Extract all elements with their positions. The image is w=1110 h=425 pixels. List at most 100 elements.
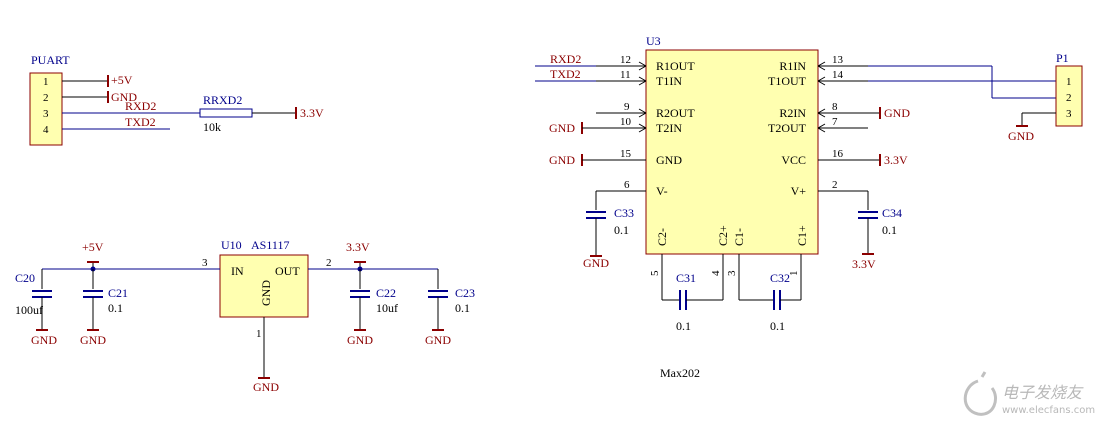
- p1-ref: P1: [1056, 51, 1069, 65]
- watermark-url: www.elecfans.com: [1002, 405, 1095, 416]
- max202-pin-name-t1out: T1OUT: [768, 74, 807, 88]
- c20-gnd: GND: [31, 333, 57, 347]
- c34-ref: C34: [882, 206, 902, 220]
- puart-pin-4: 4: [43, 124, 49, 136]
- puart-pin-1: 1: [43, 76, 49, 88]
- c22-ref: C22: [376, 286, 396, 300]
- c23-gnd: GND: [425, 333, 451, 347]
- max202-pin-num-7: 7: [832, 116, 838, 128]
- capacitor-c21: C21 0.1 GND: [80, 286, 128, 347]
- max202-right-nets: GND 3.3V: [868, 65, 1056, 167]
- capacitor-c33: C33 0.1 GND: [583, 191, 634, 270]
- p1-pin-2: 2: [1066, 92, 1072, 104]
- c32-value: 0.1: [770, 319, 785, 333]
- puart-ref: PUART: [31, 53, 70, 67]
- regulator-net-gnd: GND: [253, 380, 279, 394]
- c34-net-3v3: 3.3V: [852, 257, 876, 271]
- regulator-ref: U10: [221, 238, 242, 252]
- resistor-rrxd2: RRXD2 10k 3.3V: [199, 93, 324, 134]
- capacitor-c32: C32 0.1: [739, 271, 801, 333]
- output-rail: 3.3V: [308, 240, 439, 289]
- c20-ref: C20: [15, 271, 35, 285]
- max202-net-r2in-gnd: GND: [884, 106, 910, 120]
- capacitor-c34: C34 0.1 3.3V: [852, 191, 902, 271]
- c31-ref: C31: [676, 271, 696, 285]
- max202-pin-name-vminus: V-: [656, 184, 668, 198]
- c33-gnd: GND: [583, 256, 609, 270]
- watermark: 电子发烧友 www.elecfans.com: [963, 371, 1095, 416]
- c34-value: 0.1: [882, 223, 897, 237]
- max202-pin-num-1: 1: [788, 271, 800, 277]
- max202-pin-name-t1in: T1IN: [656, 74, 682, 88]
- max202-pin-num-12: 12: [620, 54, 631, 66]
- max202-pin-name-gnd: GND: [656, 153, 682, 167]
- max202-pin-name-c1minus: C1-: [732, 228, 746, 246]
- regulator-pin-gnd: 1: [256, 328, 262, 340]
- input-rail: +5V: [41, 240, 220, 289]
- p1-pin-1: 1: [1066, 76, 1072, 88]
- max202-pin-num-3: 3: [726, 270, 738, 276]
- max202-pin-num-13: 13: [832, 54, 844, 66]
- p1-pin-3: 3: [1066, 108, 1072, 120]
- c23-ref: C23: [455, 286, 475, 300]
- c20-value: 100uf: [15, 303, 43, 317]
- regulator-pin-out: 2: [326, 257, 332, 269]
- max202-pin-name-c2minus: C2-: [655, 228, 669, 246]
- capacitor-c23: C23 0.1 GND: [425, 286, 475, 347]
- max202-pin-name-r2out: R2OUT: [656, 106, 695, 120]
- watermark-logo-icon: [963, 371, 997, 416]
- regulator-in-label: IN: [231, 264, 244, 278]
- c23-value: 0.1: [455, 301, 470, 315]
- max202-pin-name-r2in: R2IN: [779, 106, 806, 120]
- p1-connector: P1 1 2 3 GND: [1008, 51, 1083, 143]
- regulator-out-label: OUT: [275, 264, 300, 278]
- max202-pin-name-c2plus: C2+: [716, 225, 730, 246]
- regulator-gnd-label: GND: [259, 280, 273, 306]
- max202-net-rxd2: RXD2: [550, 52, 581, 66]
- max202-pin-name-r1out: R1OUT: [656, 59, 695, 73]
- capacitor-c22: C22 10uf GND: [347, 286, 398, 347]
- regulator-pin-in: 3: [202, 257, 208, 269]
- puart-pin-2: 2: [43, 92, 49, 104]
- max202-pin-num-4: 4: [710, 270, 722, 276]
- resistor-net-3v3: 3.3V: [300, 106, 324, 120]
- max202-net-gnd: GND: [549, 153, 575, 167]
- c22-value: 10uf: [376, 301, 398, 315]
- max202-left-nets: RXD2 TXD2 GND GND: [535, 52, 596, 167]
- c22-gnd: GND: [347, 333, 373, 347]
- max202-name: Max202: [660, 366, 700, 380]
- max202-pin-num-15: 15: [620, 148, 632, 160]
- max202-net-vcc: 3.3V: [884, 153, 908, 167]
- input-rail-net-5v: +5V: [82, 240, 104, 254]
- puart-connector: PUART 1 2 3 4 +5V GND RXD2 TXD2: [29, 53, 200, 146]
- max202-pin-name-vplus: V+: [791, 184, 807, 198]
- max202-pin-num-16: 16: [832, 148, 844, 160]
- resistor-ref: RRXD2: [203, 93, 242, 107]
- max202-pin-name-c1plus: C1+: [795, 225, 809, 246]
- max202-pin-name-t2out: T2OUT: [768, 121, 807, 135]
- output-rail-net-3v3: 3.3V: [346, 240, 370, 254]
- max202-net-txd2: TXD2: [550, 67, 581, 81]
- resistor-value: 10k: [203, 120, 221, 134]
- c33-ref: C33: [614, 206, 634, 220]
- c31-value: 0.1: [676, 319, 691, 333]
- max202-ref: U3: [646, 34, 661, 48]
- max202-pin-num-10: 10: [620, 116, 632, 128]
- max202-pin-num-8: 8: [832, 101, 838, 113]
- c21-gnd: GND: [80, 333, 106, 347]
- max202-pin-num-6: 6: [624, 179, 630, 191]
- c32-ref: C32: [770, 271, 790, 285]
- max202-pin-num-2: 2: [832, 179, 838, 191]
- max202-pin-name-vcc: VCC: [781, 153, 806, 167]
- max202-net-t2in-gnd: GND: [549, 121, 575, 135]
- capacitor-c31: C31 0.1: [662, 271, 723, 333]
- puart-net-5v: +5V: [111, 73, 133, 87]
- watermark-text: 电子发烧友: [1002, 383, 1084, 402]
- puart-net-gnd: GND: [111, 90, 137, 104]
- max202-pin-num-14: 14: [832, 69, 844, 81]
- c33-value: 0.1: [614, 223, 629, 237]
- puart-pin-3: 3: [43, 108, 49, 120]
- max202-pin-num-11: 11: [620, 69, 631, 81]
- regulator-as1117: U10 AS1117 IN OUT GND 3 2 1 GND: [202, 238, 332, 394]
